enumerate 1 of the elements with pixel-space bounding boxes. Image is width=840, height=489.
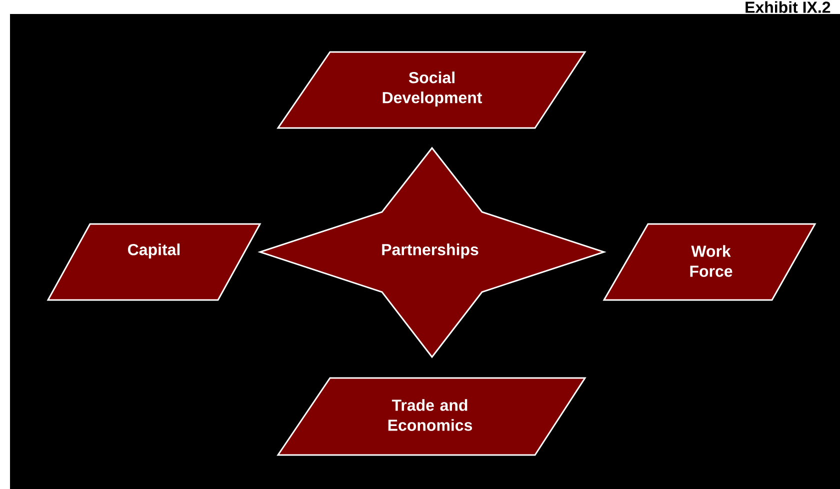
exhibit-title: Exhibit IX.2 xyxy=(746,1,830,13)
